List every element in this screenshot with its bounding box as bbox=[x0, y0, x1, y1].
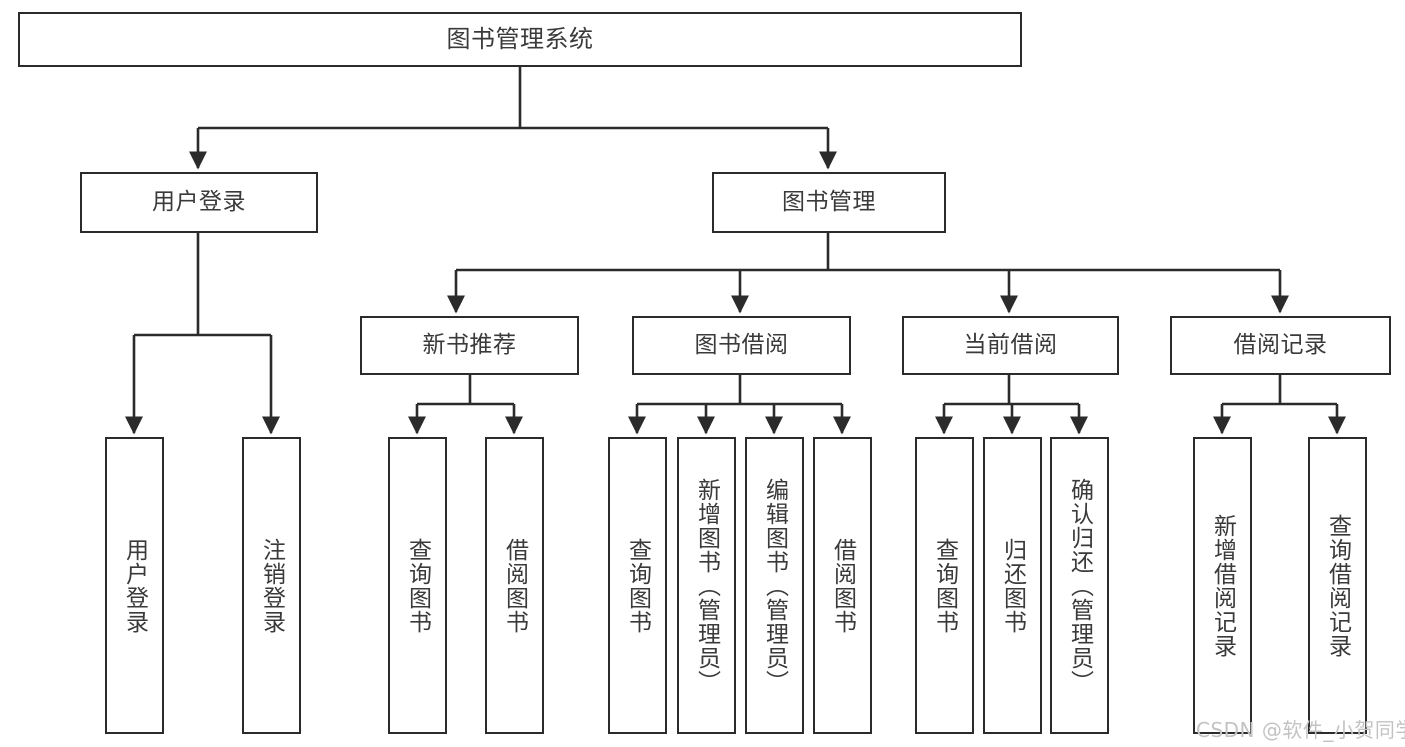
node-current-borrow-label: 当前借阅 bbox=[963, 332, 1058, 359]
csdn-watermark: CSDN @软件_小贺同学 bbox=[1196, 718, 1405, 742]
leaf-borrow-book-label: 借阅图书 bbox=[829, 537, 856, 634]
leaf-confirm-return-admin-label: 确认归还（管理员） bbox=[1066, 477, 1093, 694]
leaf-borrow-book-new[interactable]: 借阅图书 bbox=[485, 437, 544, 734]
node-book-management-label: 图书管理 bbox=[782, 189, 876, 216]
node-new-book-recommend-label: 新书推荐 bbox=[422, 332, 517, 359]
leaf-borrow-book[interactable]: 借阅图书 bbox=[813, 437, 872, 734]
leaf-query-book-current-label: 查询图书 bbox=[931, 537, 958, 634]
leaf-add-borrow-record[interactable]: 新增借阅记录 bbox=[1193, 437, 1252, 734]
leaf-user-login[interactable]: 用户登录 bbox=[105, 437, 164, 734]
node-root-label: 图书管理系统 bbox=[446, 24, 594, 53]
leaf-query-book-current[interactable]: 查询图书 bbox=[915, 437, 974, 734]
node-borrow-record[interactable]: 借阅记录 bbox=[1170, 316, 1391, 375]
node-book-borrow[interactable]: 图书借阅 bbox=[632, 316, 851, 375]
leaf-query-book-new[interactable]: 查询图书 bbox=[388, 437, 447, 734]
leaf-confirm-return-admin[interactable]: 确认归还（管理员） bbox=[1050, 437, 1109, 734]
leaf-query-book-borrow[interactable]: 查询图书 bbox=[608, 437, 667, 734]
leaf-edit-book-admin-label: 编辑图书（管理员） bbox=[761, 477, 788, 694]
node-root[interactable]: 图书管理系统 bbox=[18, 12, 1022, 67]
node-book-management[interactable]: 图书管理 bbox=[712, 172, 946, 233]
leaf-logout[interactable]: 注销登录 bbox=[242, 437, 301, 734]
node-current-borrow[interactable]: 当前借阅 bbox=[902, 316, 1119, 375]
leaf-borrow-book-new-label: 借阅图书 bbox=[501, 537, 528, 634]
node-user-login[interactable]: 用户登录 bbox=[80, 172, 318, 233]
node-new-book-recommend[interactable]: 新书推荐 bbox=[360, 316, 579, 375]
leaf-query-borrow-record[interactable]: 查询借阅记录 bbox=[1308, 437, 1367, 734]
leaf-logout-label: 注销登录 bbox=[258, 537, 285, 634]
leaf-query-book-borrow-label: 查询图书 bbox=[624, 537, 651, 634]
leaf-return-book-label: 归还图书 bbox=[999, 537, 1026, 634]
leaf-query-book-new-label: 查询图书 bbox=[404, 537, 431, 634]
node-user-login-label: 用户登录 bbox=[152, 189, 246, 216]
leaf-add-borrow-record-label: 新增借阅记录 bbox=[1209, 513, 1236, 658]
leaf-edit-book-admin[interactable]: 编辑图书（管理员） bbox=[745, 437, 804, 734]
node-book-borrow-label: 图书借阅 bbox=[694, 332, 789, 359]
leaf-return-book[interactable]: 归还图书 bbox=[983, 437, 1042, 734]
node-borrow-record-label: 借阅记录 bbox=[1233, 332, 1328, 359]
leaf-query-borrow-record-label: 查询借阅记录 bbox=[1324, 513, 1351, 658]
leaf-user-login-label: 用户登录 bbox=[121, 537, 148, 634]
leaf-add-book-admin-label: 新增图书（管理员） bbox=[693, 477, 720, 694]
leaf-add-book-admin[interactable]: 新增图书（管理员） bbox=[677, 437, 736, 734]
